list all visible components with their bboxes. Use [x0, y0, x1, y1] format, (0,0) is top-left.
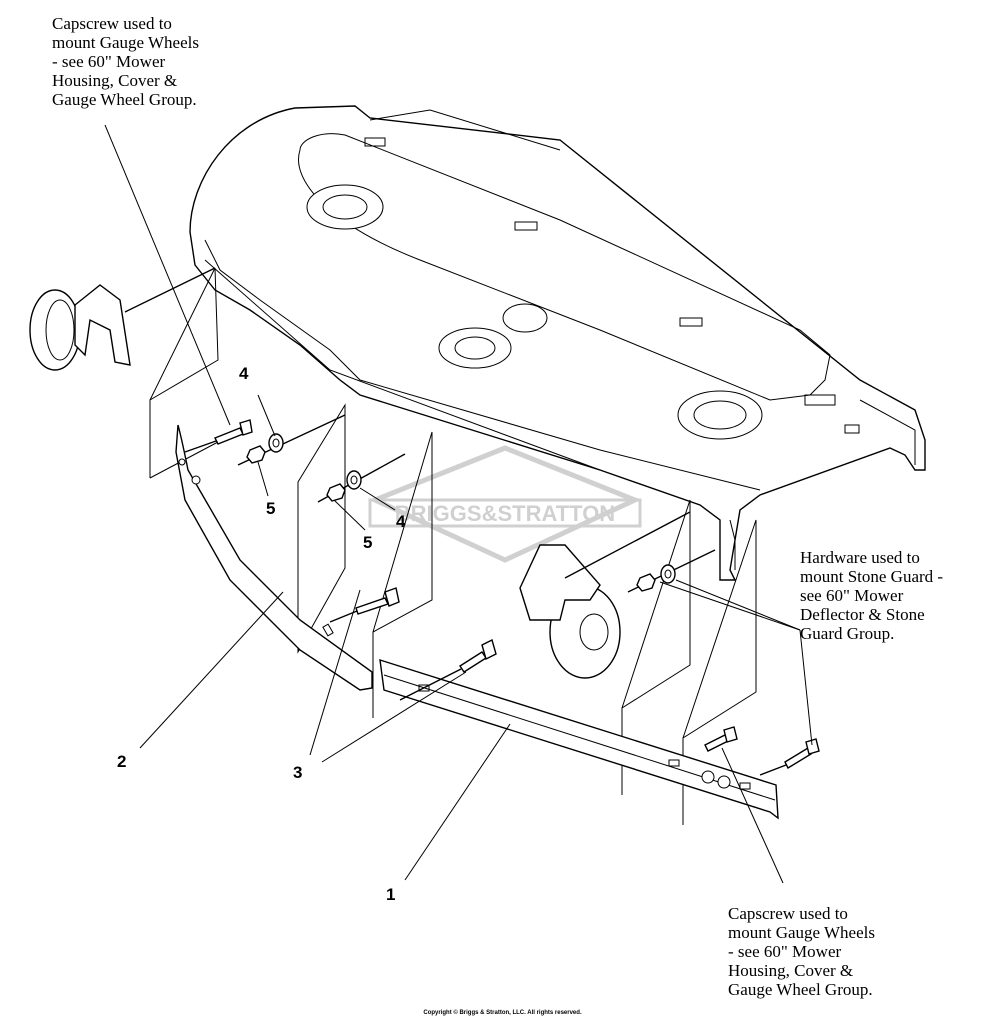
- mower-deck-housing: [189, 105, 926, 581]
- parts-4-5-nuts-washers: [237, 414, 716, 593]
- callout-2: 2: [117, 752, 127, 771]
- callout-4-right: 4: [396, 512, 406, 531]
- callout-4-left: 4: [239, 364, 249, 383]
- note-hardware-stone-guard: Hardware used to mount Stone Guard - see…: [800, 548, 944, 643]
- gauge-wheel-right: [519, 511, 691, 679]
- part-2-side-bar: [175, 424, 373, 691]
- callout-5-right: 5: [363, 533, 373, 552]
- leader-lines: [104, 124, 813, 884]
- part-1-front-bar: [379, 659, 779, 820]
- callout-5-left: 5: [266, 499, 276, 518]
- copyright-notice: Copyright © Briggs & Stratton, LLC. All …: [423, 1010, 582, 1016]
- note-capscrew-top-left: Capscrew used to mount Gauge Wheels - se…: [52, 14, 199, 109]
- part-3-capscrews: [184, 419, 820, 776]
- note-capscrew-bottom-right: Capscrew used to mount Gauge Wheels - se…: [728, 904, 875, 999]
- watermark-text: BRIGGS&STRATTON: [395, 501, 615, 526]
- callout-3: 3: [293, 763, 303, 782]
- callout-1: 1: [386, 885, 396, 904]
- gauge-wheel-left: [29, 267, 216, 371]
